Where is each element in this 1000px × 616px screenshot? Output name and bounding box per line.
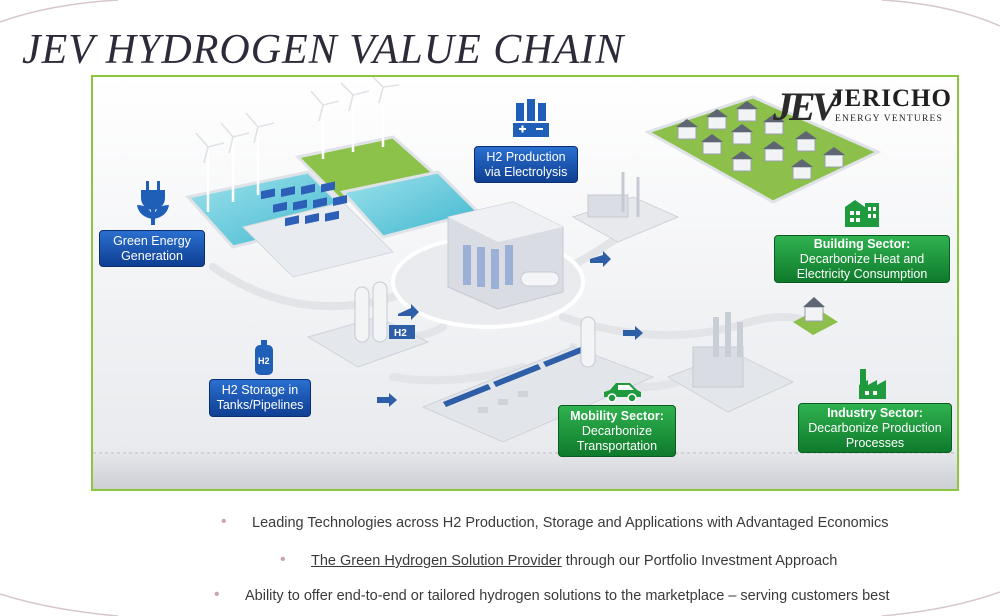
label-line: Decarbonize Heat and — [799, 251, 925, 266]
value-chain-illustration: H2 — [93, 77, 957, 489]
label-h2-production: H2 Production via Electrolysis — [474, 146, 578, 183]
label-line: Generation — [121, 248, 183, 263]
slide-title: JEV HYDROGEN VALUE CHAIN — [22, 27, 625, 73]
label-line: H2 Production — [486, 149, 566, 164]
value-chain-diagram: H2 — [91, 75, 959, 491]
diagram-ground-strip — [93, 449, 957, 489]
logo-mark: JEV — [773, 84, 838, 129]
flow-arrows — [377, 251, 643, 407]
label-building-sector: Building Sector: Decarbonize Heat and El… — [774, 235, 950, 283]
decorative-corner-arc-top-left — [0, 0, 119, 23]
factory-icon — [859, 369, 886, 399]
label-line: Processes — [845, 435, 905, 450]
bullet-marker: • — [214, 586, 220, 603]
svg-text:H2: H2 — [258, 356, 270, 366]
decorative-corner-arc-bottom-left — [0, 593, 119, 616]
car-icon — [604, 383, 641, 403]
label-mobility-sector: Mobility Sector: Decarbonize Transportat… — [558, 405, 676, 457]
storage-h2-sign: H2 — [394, 328, 407, 339]
label-line: Tanks/Pipelines — [216, 398, 304, 412]
electrolysis-icon — [513, 99, 549, 137]
bullet-item: The Green Hydrogen Solution Provider thr… — [311, 553, 837, 569]
bullet-marker: • — [280, 551, 286, 568]
bullet-text: through our Portfolio Investment Approac… — [561, 553, 838, 569]
label-heading: Industry Sector: — [827, 405, 923, 420]
plug-leaf-icon — [137, 181, 169, 225]
label-line: via Electrolysis — [484, 164, 568, 179]
label-line: Transportation — [576, 438, 658, 453]
building-icon — [845, 200, 879, 227]
label-heading: Mobility Sector: — [570, 408, 664, 423]
label-line: Decarbonize Production — [808, 420, 942, 435]
label-line: H2 Storage in — [221, 383, 299, 397]
label-heading: Building Sector: — [813, 236, 911, 251]
label-industry-sector: Industry Sector: Decarbonize Production … — [798, 403, 952, 453]
industrial-plant — [666, 312, 795, 413]
electrolysis-plant — [391, 201, 585, 329]
bullet-item: Leading Technologies across H2 Productio… — [252, 515, 889, 531]
mobility-station — [421, 316, 655, 443]
label-line: Electricity Consumption — [796, 266, 928, 281]
hydrogen-storage-site: H2 — [306, 281, 430, 368]
green-hydrogen-link[interactable]: The Green Hydrogen Solution Provider — [311, 553, 562, 569]
label-line: Green Energy — [113, 233, 191, 248]
logo-name: JERICHO — [831, 85, 952, 112]
decorative-corner-arc-bottom-right — [881, 591, 1000, 616]
jericho-logo: JEV JERICHO ENERGY VENTURES — [773, 83, 953, 129]
bullet-marker: • — [221, 513, 227, 530]
decorative-corner-arc-top-right — [881, 0, 1000, 27]
residential-district — [644, 95, 882, 204]
label-h2-storage: H2 Storage in Tanks/Pipelines — [209, 379, 311, 417]
solar-park — [242, 181, 394, 278]
label-line: Decarbonize — [581, 423, 653, 438]
small-house — [793, 297, 838, 335]
logo-subtitle: ENERGY VENTURES — [835, 114, 943, 124]
substation — [571, 172, 680, 243]
h2-cylinder-icon: H2 — [255, 340, 273, 375]
label-green-energy-generation: Green Energy Generation — [99, 230, 205, 267]
bullet-item: Ability to offer end-to-end or tailored … — [245, 588, 890, 604]
